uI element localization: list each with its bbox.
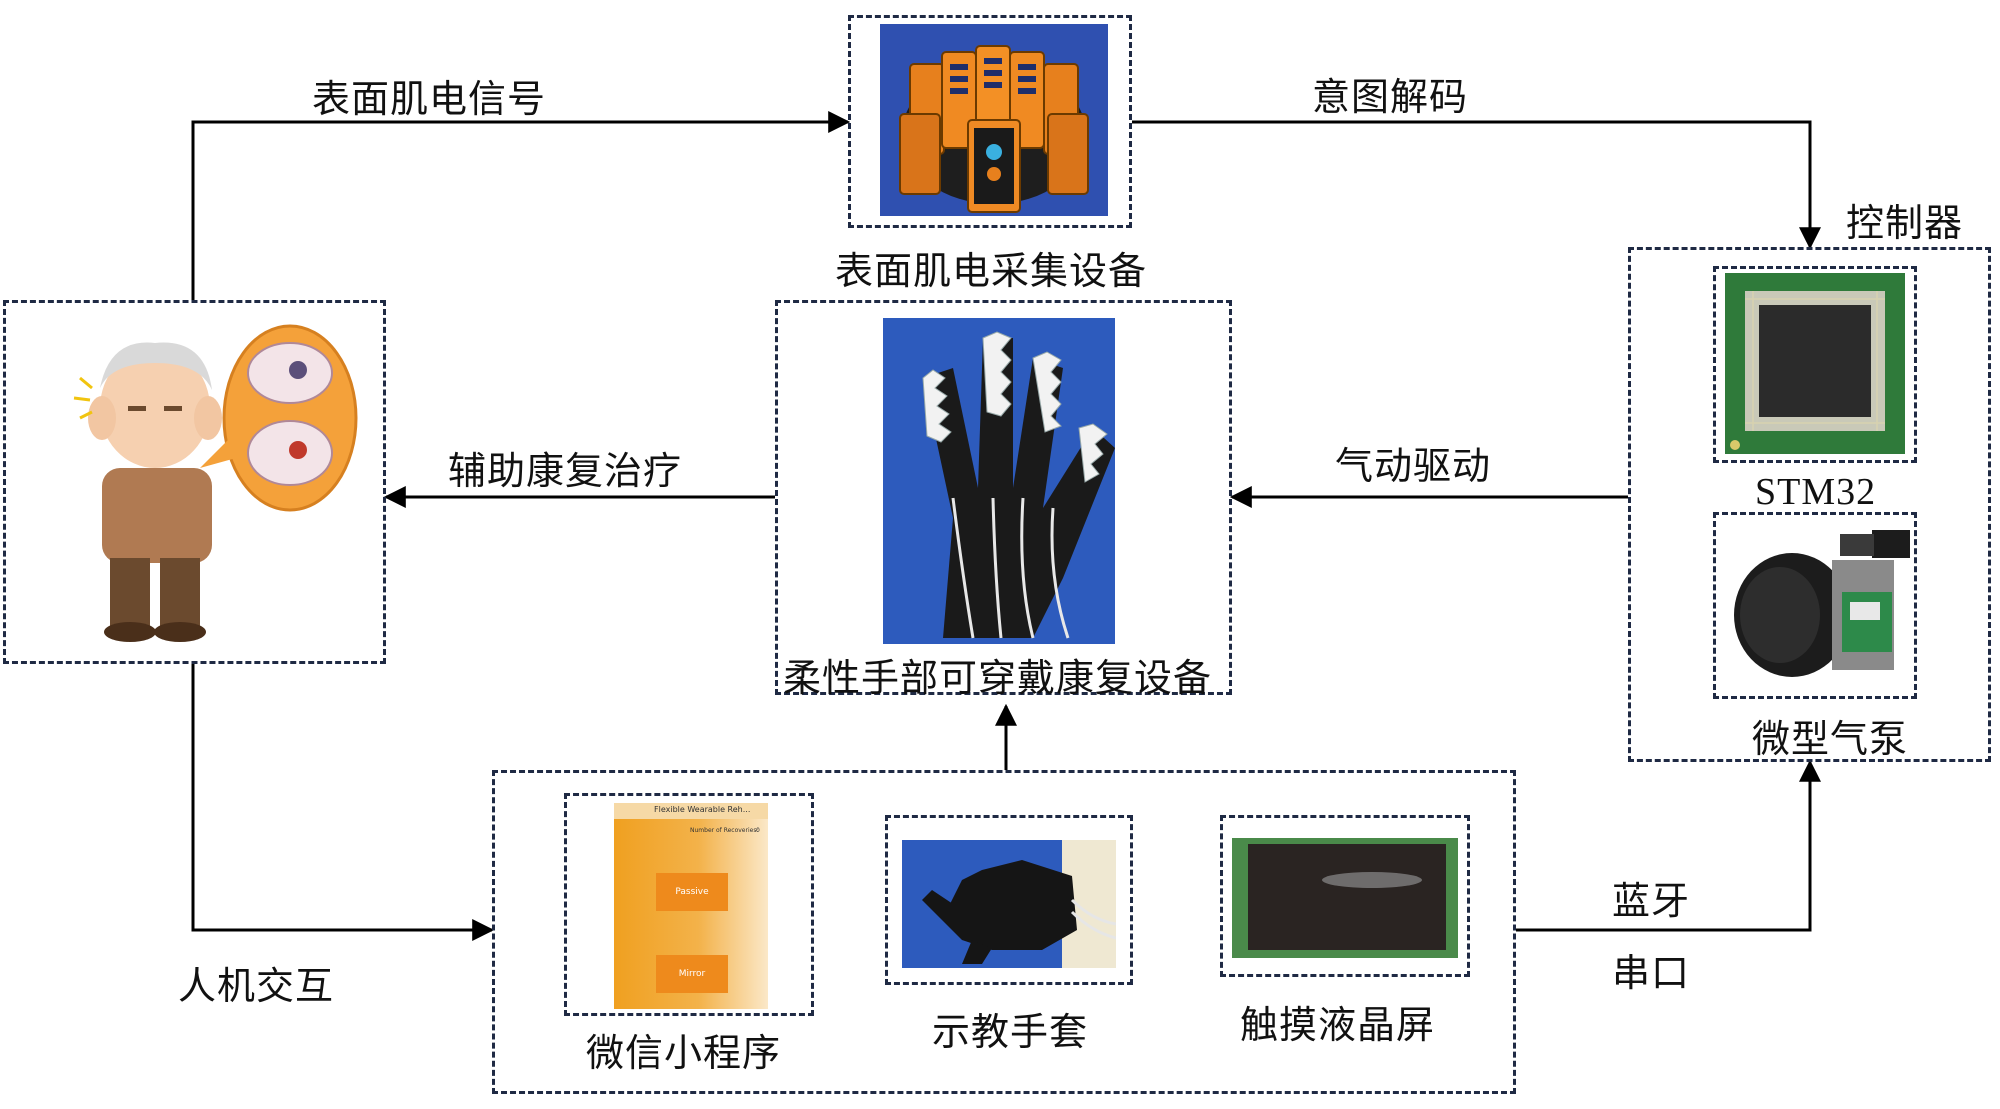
stm32-label: STM32 <box>1755 470 1876 514</box>
soft-glove-icon <box>883 318 1115 644</box>
micro-pump-photo <box>1722 520 1910 692</box>
emg-armband-photo <box>880 24 1108 216</box>
elderly-patient-icon <box>40 318 370 650</box>
mirror-button[interactable]: Mirror <box>656 955 728 993</box>
edge-emg-signal <box>193 122 848 300</box>
lcd-screen-icon <box>1232 838 1458 958</box>
pump-icon <box>1722 520 1910 692</box>
touch-lcd-label: 触摸液晶屏 <box>1240 994 1435 1049</box>
glove-device-label: 柔性手部可穿戴康复设备 <box>783 647 1212 702</box>
label-intent-decoding: 意图解码 <box>1312 66 1468 121</box>
chip-icon <box>1725 273 1905 454</box>
armband-illustration <box>880 24 1108 216</box>
emg-device-label: 表面肌电采集设备 <box>835 240 1147 295</box>
touch-lcd-photo <box>1232 838 1458 958</box>
label-bluetooth: 蓝牙 <box>1612 870 1690 925</box>
edge-hci <box>193 664 492 930</box>
label-hci: 人机交互 <box>178 955 334 1010</box>
teaching-glove-label: 示教手套 <box>932 1001 1088 1056</box>
soft-glove-photo <box>883 318 1115 644</box>
label-pneumatic-drive: 气动驱动 <box>1335 435 1491 490</box>
wechat-app-label: 微信小程序 <box>586 1022 781 1077</box>
micro-pump-label: 微型气泵 <box>1752 708 1908 763</box>
edge-intent-decoding <box>1132 122 1810 247</box>
label-serial-port: 串口 <box>1612 942 1690 997</box>
app-count-value: 0 <box>756 827 760 834</box>
wechat-app-screen: Flexible Wearable Reh... Number of Recov… <box>614 803 768 1009</box>
stm32-board-photo <box>1725 273 1905 454</box>
label-emg-signal: 表面肌电信号 <box>312 68 546 123</box>
controller-label: 控制器 <box>1846 192 1963 247</box>
passive-button[interactable]: Passive <box>656 873 728 911</box>
app-count-label: Number of Recoveries: <box>690 827 758 834</box>
teaching-glove-photo <box>902 840 1116 968</box>
patient-illustration <box>40 318 370 650</box>
teaching-glove-icon <box>902 840 1116 968</box>
app-title: Flexible Wearable Reh... <box>654 805 750 814</box>
label-assist-therapy: 辅助康复治疗 <box>448 440 682 495</box>
